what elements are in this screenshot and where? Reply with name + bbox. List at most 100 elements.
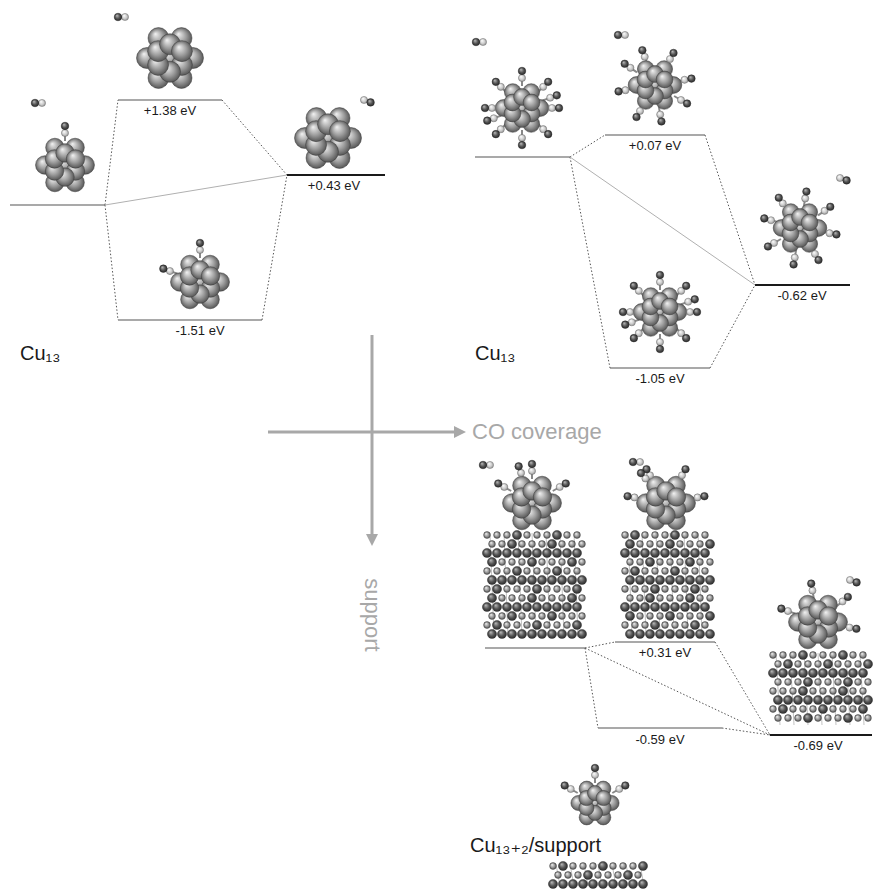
oxygen-atom (553, 92, 561, 100)
oxygen-atom (622, 532, 629, 539)
metal-atom (502, 548, 511, 557)
metal-atom (818, 704, 827, 713)
oxygen-atom (835, 661, 842, 668)
metal-atom (793, 695, 802, 704)
metal-atom (487, 593, 496, 602)
metal-atom (650, 620, 659, 629)
oxygen-atom (610, 863, 617, 870)
oxygen-atom (865, 679, 872, 686)
cu-atom (801, 214, 818, 231)
carbon-atom (547, 94, 554, 101)
oxygen-atom (564, 586, 571, 593)
metal-atom (798, 686, 807, 695)
oxygen-atom (853, 579, 861, 587)
metal-atom (823, 695, 832, 704)
oxygen-atom (494, 480, 502, 488)
oxygen-atom (509, 559, 516, 566)
oxygen-atom (702, 568, 709, 575)
oxygen-atom (652, 532, 659, 539)
metal-atom (773, 695, 782, 704)
energy-level (605, 134, 705, 135)
metal-atom (685, 629, 694, 638)
oxygen-atom (662, 532, 669, 539)
energy-level (598, 727, 722, 728)
energy-value: -0.62 eV (777, 289, 826, 304)
oxygen-atom (549, 595, 556, 602)
carbon-atom (626, 308, 633, 315)
oxygen-atom (662, 622, 669, 629)
oxygen-atom (815, 715, 822, 722)
oxygen-atom (483, 117, 491, 125)
oxygen-atom (518, 141, 526, 149)
oxygen-atom (591, 764, 599, 772)
path-dotted (570, 157, 610, 368)
oxygen-atom (492, 130, 500, 138)
metal-atom (572, 548, 581, 557)
metal-atom (838, 686, 847, 695)
oxygen-atom (492, 78, 500, 86)
oxygen-atom (820, 652, 827, 659)
oxygen-atom (642, 532, 649, 539)
oxygen-atom (569, 613, 576, 620)
oxygen-atom (642, 586, 649, 593)
carbon-atom (826, 230, 833, 237)
metal-atom (690, 584, 699, 593)
metal-atom (640, 602, 649, 611)
metal-atom (625, 629, 634, 638)
metal-atom (808, 668, 817, 677)
oxygen-atom (622, 782, 630, 790)
oxygen-atom (630, 282, 638, 290)
path-direct (105, 175, 287, 205)
oxygen-atom (647, 613, 654, 620)
path-dotted (585, 642, 615, 648)
oxygen-atom (692, 532, 699, 539)
free-co (629, 458, 643, 466)
oxygen-atom (682, 282, 690, 290)
oxygen-atom (499, 559, 506, 566)
support-slab (482, 530, 586, 638)
free-co (31, 99, 45, 107)
oxygen-atom (519, 541, 526, 548)
metal-atom (537, 629, 546, 638)
metal-atom (487, 575, 496, 584)
metal-atom (492, 584, 501, 593)
structures (31, 13, 872, 888)
oxygen-atom (622, 586, 629, 593)
metal-atom (680, 602, 689, 611)
carbon-atom (681, 76, 688, 83)
oxygen-atom (860, 688, 867, 695)
metal-atom (645, 575, 654, 584)
oxygen-atom (615, 872, 622, 879)
oxygen-atom (555, 104, 563, 112)
metal-atom (783, 659, 792, 668)
metal-atom (547, 539, 556, 548)
carbon-atom (622, 87, 629, 94)
oxygen-atom (544, 532, 551, 539)
cu-atom (656, 71, 673, 88)
oxygen-atom (114, 13, 122, 21)
path-dotted (705, 135, 755, 285)
oxygen-atom (565, 872, 572, 879)
oxygen-atom (657, 541, 664, 548)
free-co (114, 13, 128, 21)
oxygen-atom (810, 652, 817, 659)
oxygen-atom (590, 863, 597, 870)
metal-atom (638, 861, 647, 870)
oxygen-atom (647, 541, 654, 548)
metal-atom (532, 602, 541, 611)
path-dotted (105, 100, 118, 205)
energy-level (610, 367, 710, 368)
metal-atom (803, 713, 812, 722)
oxygen-atom (579, 541, 586, 548)
carbon-atom (518, 134, 525, 141)
metal-atom (705, 629, 714, 638)
oxygen-atom (850, 652, 857, 659)
cu13-cluster (494, 460, 569, 530)
metal-atom (532, 584, 541, 593)
metal-atom (558, 879, 567, 888)
metal-atom (562, 602, 571, 611)
metal-atom (625, 575, 634, 584)
free-co (836, 174, 850, 184)
cu-atom (329, 121, 350, 142)
metal-atom (680, 548, 689, 557)
